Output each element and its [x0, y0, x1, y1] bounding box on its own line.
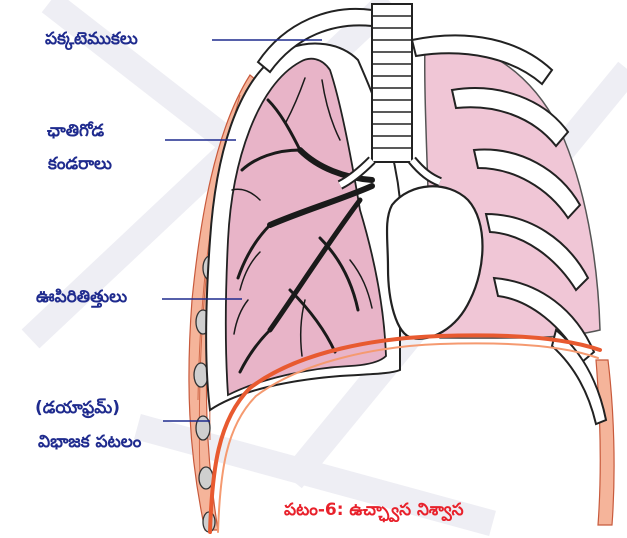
lungs-label: ఊపిరితిత్తులు — [36, 287, 127, 311]
ribs-label: పక్కటెముకలు — [45, 29, 138, 53]
figure-caption: పటం-6: ఉచ్ఛ్వాస నిశ్వాస — [284, 500, 464, 524]
diaphragm-label-line2: విభాజక పటలం — [38, 432, 141, 456]
chest-wall-label-line2: కండరాలు — [48, 154, 112, 178]
chest-wall-label-line1: ఛాతిగోడ — [47, 121, 104, 145]
diaphragm-label-line1: (డయాఫ్రమ్) — [35, 398, 120, 422]
chest-wall-muscle-right — [596, 360, 614, 525]
